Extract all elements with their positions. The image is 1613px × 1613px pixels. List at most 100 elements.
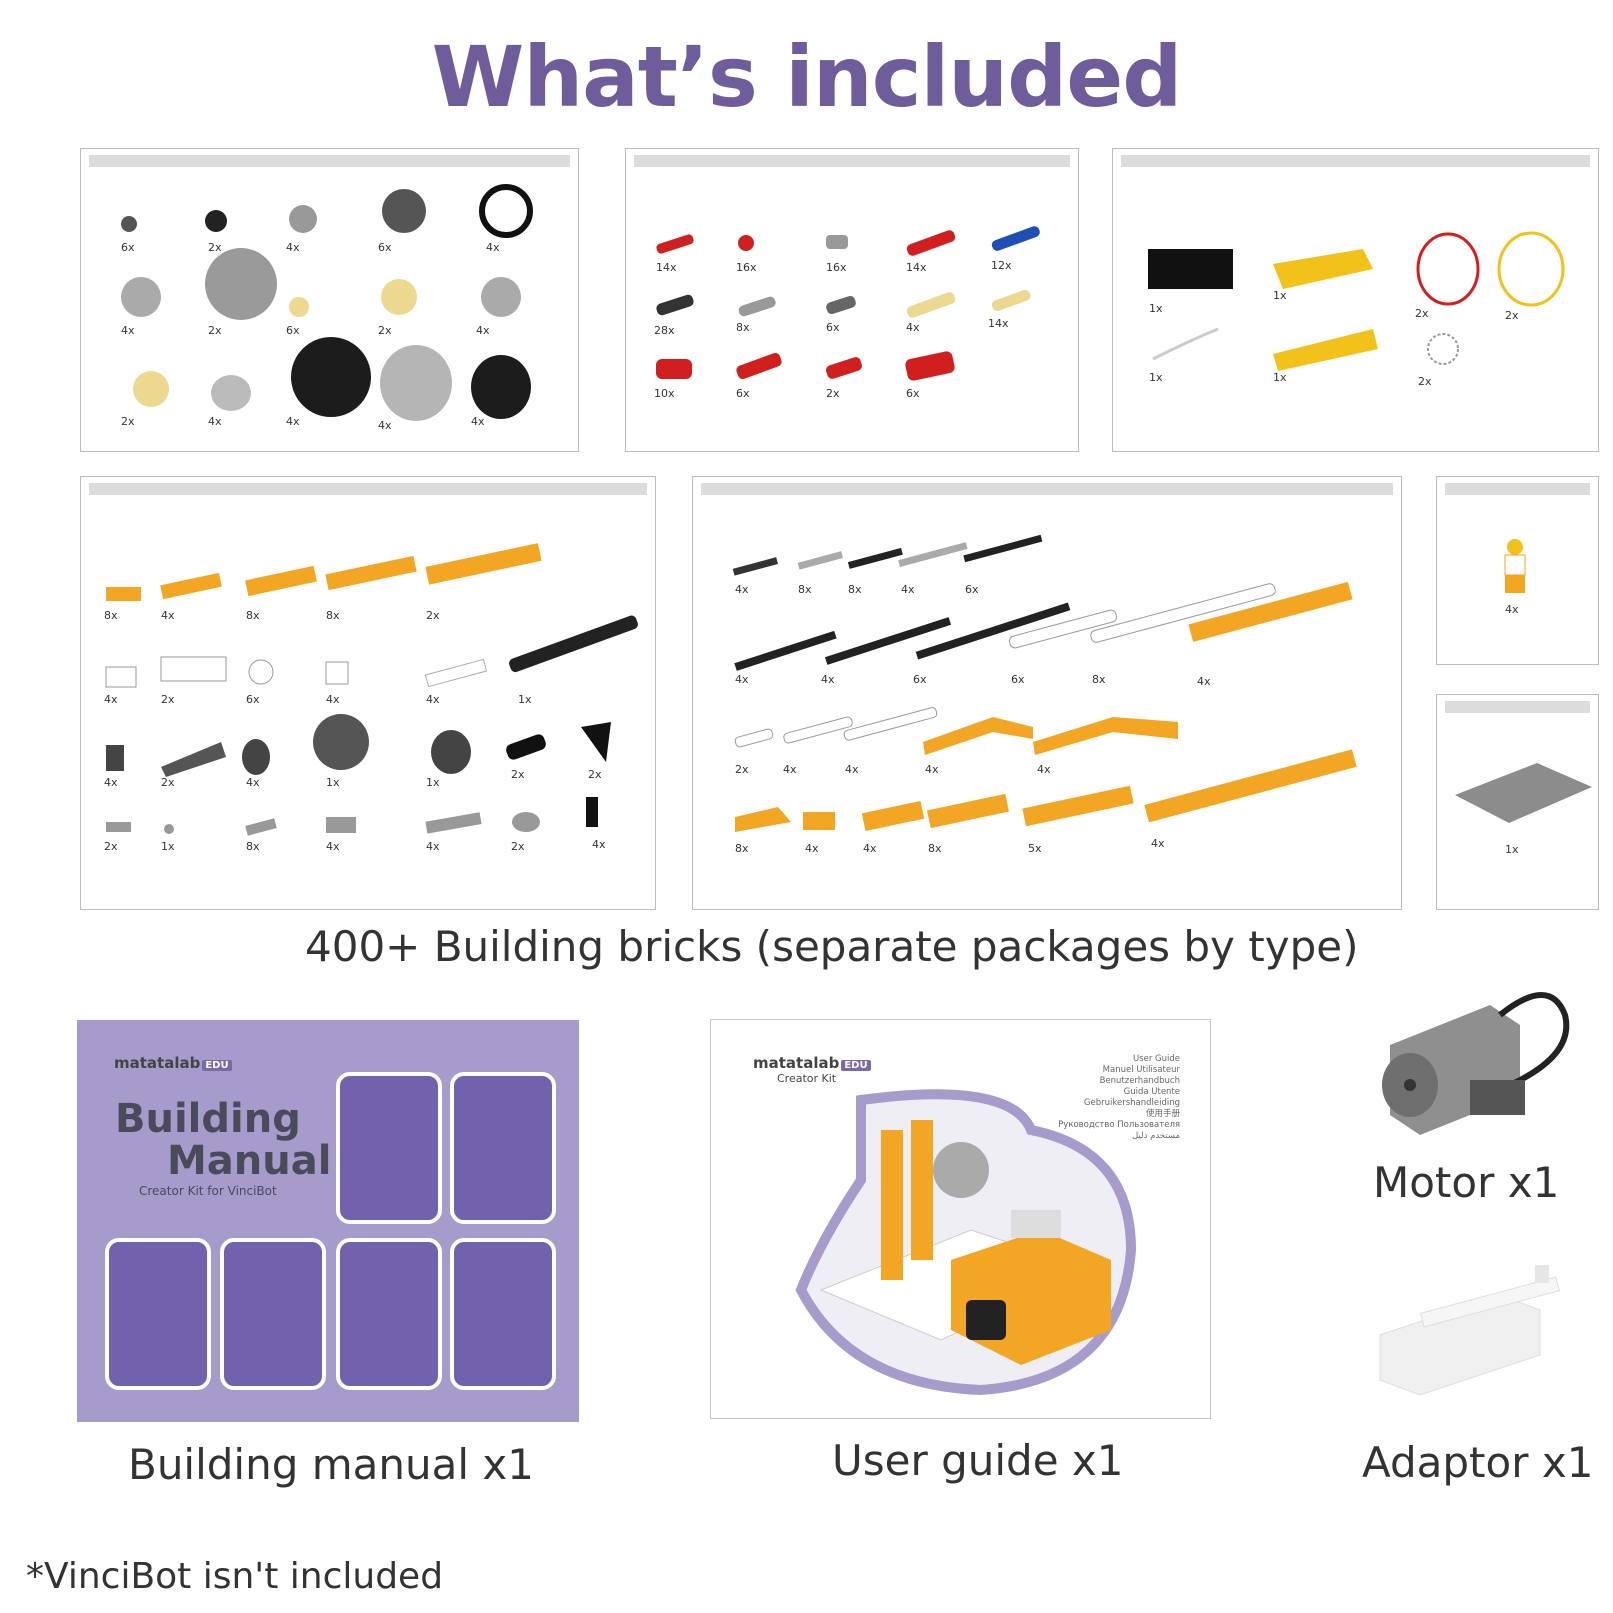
language-line: Manuel Utilisateur [1102,1065,1180,1075]
beams-counts: 4x 8x 8x 4x 6x 4x 4x 6x 6x 8x 4x 2x 4x 4… [735,583,1211,855]
count-label: 6x [1011,673,1025,686]
count-label: 1x [326,776,340,789]
count-label: 2x [378,324,392,337]
count-label: 16x [736,261,757,274]
count-label: 6x [286,324,300,337]
count-label: 4x [821,673,835,686]
count-label: 4x [735,583,749,596]
misc-counts: 1x 1x 2x 2x 1x 1x 2x [1149,289,1519,388]
gears-counts: 6x 2x 4x 6x 4x 4x 2x 6x 2x 4x 2x 4x 4x 4… [121,241,500,432]
count-label: 6x [736,387,750,400]
language-line: Guida Utente [1123,1087,1180,1097]
guide-languages: User Guide Manuel Utilisateur Benutzerha… [1058,1054,1180,1142]
count-label: 2x [511,768,525,781]
count-label: 2x [1418,375,1432,388]
count-label: 6x [965,583,979,596]
count-label: 4x [246,776,260,789]
count-label: 2x [208,241,222,254]
count-label: 4x [161,609,175,622]
pins-illustration [656,226,1040,381]
figure-illustration [1504,539,1526,593]
count-label: 14x [906,261,927,274]
count-label: 4x [326,840,340,853]
model-card [336,1072,442,1224]
adaptor-caption: Adaptor x1 [1362,1438,1594,1487]
count-label: 8x [1092,673,1106,686]
count-label: 6x [906,387,920,400]
language-line: Gebruikershandleiding [1083,1098,1180,1108]
brand-badge: EDU [202,1060,232,1071]
guide-caption: User guide x1 [832,1436,1124,1485]
count-label: 4x [104,776,118,789]
count-label: 2x [426,609,440,622]
count-label: 1x [1149,302,1163,315]
count-label: 1x [1273,371,1287,384]
count-label: 12x [991,259,1012,272]
count-label: 4x [208,415,222,428]
count-label: 1x [1505,843,1519,856]
motor-caption: Motor x1 [1373,1158,1560,1207]
count-label: 4x [471,415,485,428]
model-card [450,1072,556,1224]
count-label: 4x [735,673,749,686]
count-label: 28x [654,324,675,337]
model-card [336,1238,442,1390]
count-label: 2x [1505,309,1519,322]
guide-subtitle: Creator Kit [777,1072,837,1085]
motor-image [1382,992,1570,1135]
count-label: 4x [476,324,490,337]
bricks-counts: 8x 4x 8x 8x 2x 4x 2x 6x 4x 4x 1x 4x 2x 4… [104,609,606,853]
panel-header-bar [634,155,1070,167]
count-label: 4x [906,321,920,334]
count-label: 6x [378,241,392,254]
count-label: 4x [286,241,300,254]
count-label: 4x [378,419,392,432]
count-label: 4x [1151,837,1165,850]
count-label: 4x [925,763,939,776]
beams-illustration [732,534,1357,832]
pins-counts: 14x 16x 16x 14x 12x 28x 8x 6x 4x 14x 10x… [654,259,1012,400]
model-card [220,1238,326,1390]
pins-panel: 14x 16x 16x 14x 12x 28x 8x 6x 4x 14x 10x… [625,148,1079,452]
count-label: 4x [863,842,877,855]
beams-panel: 4x 8x 8x 4x 6x 4x 4x 6x 6x 8x 4x 2x 4x 4… [692,476,1402,910]
manual-title-line2: Manual [167,1138,332,1184]
panel-header-bar [701,483,1393,495]
count-label: 4x [845,763,859,776]
count-label: 1x [1273,289,1287,302]
manual-title: Building Manual [115,1098,331,1182]
count-label: 4x [121,324,135,337]
count-label: 10x [654,387,675,400]
count-label: 8x [848,583,862,596]
bricks-caption: 400+ Building bricks (separate packages … [305,922,1359,971]
count-label: 4x [486,241,500,254]
count-label: 2x [511,840,525,853]
language-line: Руководство Пользователя [1058,1120,1180,1130]
count-label: 2x [161,693,175,706]
manual-subtitle: Creator Kit for VinciBot [139,1184,277,1198]
count-label: 2x [826,387,840,400]
count-label: 4x [426,693,440,706]
brand-text: matatalab [753,1054,840,1072]
figure-counts: 4x [1505,603,1519,616]
gears-illustration [121,184,533,421]
model-card [105,1238,211,1390]
count-label: 6x [121,241,135,254]
adaptor-image [1379,1265,1561,1396]
count-label: 8x [246,609,260,622]
gears-panel: 6x 2x 4x 6x 4x 4x 2x 6x 2x 4x 2x 4x 4x 4… [80,148,579,452]
count-label: 2x [121,415,135,428]
count-label: 2x [208,324,222,337]
model-card [450,1238,556,1390]
count-label: 2x [104,840,118,853]
bricks-illustration [105,543,638,836]
count-label: 14x [656,261,677,274]
count-label: 8x [326,609,340,622]
count-label: 8x [104,609,118,622]
count-label: 4x [426,840,440,853]
language-line: User Guide [1132,1054,1180,1064]
